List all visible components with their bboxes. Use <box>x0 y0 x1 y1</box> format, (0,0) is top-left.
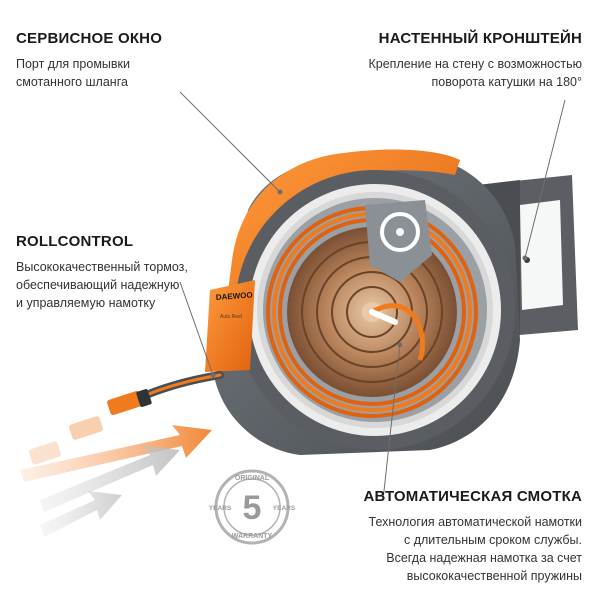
badge-bottom-text: WARRANTY <box>232 533 273 540</box>
callout-description: Крепление на стену с возможностью поворо… <box>342 55 582 91</box>
callout-line: обеспечивающий надежную <box>16 278 180 292</box>
ghost-nozzle <box>29 416 103 465</box>
callout-title: СЕРВИСНОЕ ОКНО <box>16 30 163 47</box>
callout-title: ROLLCONTROL <box>16 233 134 250</box>
badge-right-text: YEARS <box>273 505 296 512</box>
orange-shell <box>222 149 460 340</box>
badge-top-text: ORIGINAL <box>235 475 270 482</box>
callout-line: Всегда надежная намотка за счет <box>386 551 582 565</box>
retract-arrows <box>20 425 212 537</box>
callout-description: Технология автоматической намотки с длит… <box>342 513 582 585</box>
callout-line: с длительным сроком службы. <box>403 533 582 547</box>
callout-line: поворота катушки на 180° <box>431 75 582 89</box>
callout-title: НАСТЕННЫЙ КРОНШТЕЙН <box>378 30 582 47</box>
badge-number: 5 <box>243 489 262 527</box>
callout-line: Порт для промывки <box>16 57 130 71</box>
callout-rollcontrol: ROLLCONTROL Высококачественный тормоз, о… <box>16 233 216 312</box>
callout-title: АВТОМАТИЧЕСКАЯ СМОТКА <box>363 488 582 505</box>
callout-line: Технология автоматической намотки <box>368 515 582 529</box>
hose-nozzle <box>107 389 152 416</box>
hose-outlet <box>29 371 224 465</box>
callout-description: Высококачественный тормоз, обеспечивающи… <box>16 258 216 312</box>
model-label: Auto Reel <box>220 314 242 320</box>
callout-wall-bracket: НАСТЕННЫЙ КРОНШТЕЙН Крепление на стену с… <box>342 30 582 91</box>
leader-lines <box>179 91 566 501</box>
callout-description: Порт для промывки смотанного шланга <box>16 55 226 91</box>
service-window-plate <box>365 200 432 282</box>
callout-line: смотанного шланга <box>16 75 128 89</box>
callout-auto-winding: АВТОМАТИЧЕСКАЯ СМОТКА Технология автомат… <box>342 488 582 585</box>
callout-line: и управляемую намотку <box>16 296 156 310</box>
callout-service-window: СЕРВИСНОЕ ОКНО Порт для промывки смотанн… <box>16 30 226 91</box>
brand-plate: DAEWOO Auto Reel <box>205 280 255 372</box>
callout-line: Крепление на стену с возможностью <box>368 57 582 71</box>
brand-name: DAEWOO <box>216 290 253 302</box>
warranty-badge: ORIGINAL 5 YEARS YEARS WARRANTY <box>209 469 296 545</box>
callout-line: высококачественной пружины <box>406 569 582 583</box>
callout-line: Высококачественный тормоз, <box>16 260 188 274</box>
badge-left-text: YEARS <box>209 505 232 512</box>
